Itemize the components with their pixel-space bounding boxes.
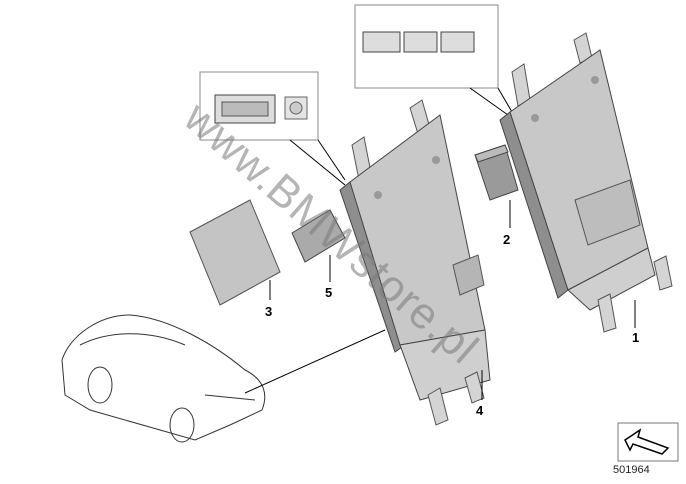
part-label-5[interactable]: 5 bbox=[325, 285, 333, 300]
connector-detail-callout-1 bbox=[354, 4, 513, 116]
antenna-module-2 bbox=[474, 144, 519, 228]
vehicle-outline bbox=[61, 314, 386, 443]
part-label-2[interactable]: 2 bbox=[503, 232, 511, 247]
control-module-1 bbox=[499, 32, 673, 333]
module-3 bbox=[189, 199, 281, 306]
module-5 bbox=[291, 209, 346, 282]
diagram-number: 501964 bbox=[613, 464, 650, 476]
view-orientation-icon bbox=[617, 422, 679, 462]
connector-detail-callout-4 bbox=[199, 71, 346, 186]
control-module-4 bbox=[339, 99, 491, 426]
part-label-1[interactable]: 1 bbox=[632, 330, 640, 345]
part-label-4[interactable]: 4 bbox=[476, 403, 484, 418]
part-label-3[interactable]: 3 bbox=[265, 304, 273, 319]
